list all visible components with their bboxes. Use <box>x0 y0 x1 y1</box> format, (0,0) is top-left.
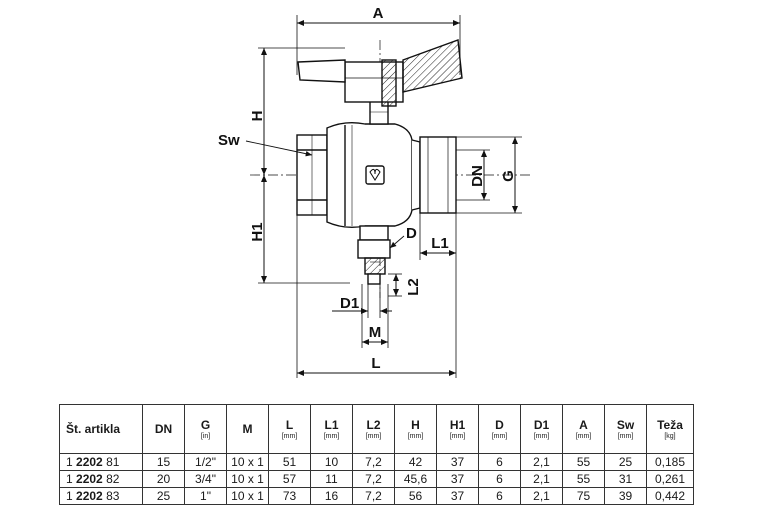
table-cell: 10 x 1 <box>226 487 269 505</box>
article-code: 1 2202 83 <box>59 487 143 505</box>
article-code-prefix: 1 <box>66 489 73 503</box>
table-cell: 57 <box>268 470 311 488</box>
table-cell: 39 <box>604 487 647 505</box>
dimension-h1: H1 <box>249 175 350 284</box>
table-cell: 42 <box>394 453 437 471</box>
article-code-suffix: 83 <box>106 489 120 503</box>
article-code-suffix: 82 <box>106 472 120 486</box>
label-d: D <box>406 225 417 242</box>
table-cell: 55 <box>562 470 605 488</box>
article-code-main: 2202 <box>76 472 103 486</box>
label-h: H <box>249 111 266 122</box>
header-a: A[mm] <box>562 404 605 454</box>
article-code-main: 2202 <box>76 489 103 503</box>
table-cell: 7,2 <box>352 453 395 471</box>
table-cell: 6 <box>478 453 521 471</box>
valve-technical-drawing: A H H1 <box>218 5 530 378</box>
label-l1: L1 <box>431 235 449 252</box>
header-dn: DN <box>142 404 185 454</box>
label-g: G <box>500 170 517 182</box>
table-cell: 7,2 <box>352 470 395 488</box>
table-cell: 10 x 1 <box>226 470 269 488</box>
table-cell: 10 x 1 <box>226 453 269 471</box>
table-cell: 55 <box>562 453 605 471</box>
table-header-row: Št. artikla DN G[in] M L[mm] L1[mm] L2[m… <box>59 404 694 454</box>
table-cell: 16 <box>310 487 353 505</box>
table-cell: 56 <box>394 487 437 505</box>
header-l1: L1[mm] <box>310 404 353 454</box>
label-l: L <box>371 355 380 372</box>
dimension-a: A <box>296 5 461 75</box>
article-code: 1 2202 82 <box>59 470 143 488</box>
dimension-m: M <box>361 284 389 348</box>
header-h1: H1[mm] <box>436 404 479 454</box>
dimension-h: H <box>249 47 345 175</box>
dimension-l1: L1 <box>419 213 457 260</box>
dimension-sw: Sw <box>218 132 313 157</box>
dimension-dn: DN <box>456 149 490 201</box>
header-m: M <box>226 404 269 454</box>
article-code-main: 2202 <box>76 455 103 469</box>
label-d1: D1 <box>340 295 359 312</box>
table-cell: 3/4" <box>184 470 227 488</box>
header-l: L[mm] <box>268 404 311 454</box>
article-code-prefix: 1 <box>66 472 73 486</box>
table-cell: 1/2" <box>184 453 227 471</box>
article-code: 1 2202 81 <box>59 453 143 471</box>
table-cell: 51 <box>268 453 311 471</box>
table-cell: 0,442 <box>646 487 694 505</box>
table-cell: 25 <box>604 453 647 471</box>
table-cell: 45,6 <box>394 470 437 488</box>
table-cell: 2,1 <box>520 487 563 505</box>
table-cell: 37 <box>436 487 479 505</box>
valve-body <box>296 39 463 285</box>
header-d1: D1[mm] <box>520 404 563 454</box>
label-h1: H1 <box>249 222 266 241</box>
table-cell: 6 <box>478 470 521 488</box>
label-l2: L2 <box>405 278 422 296</box>
dimension-l: L <box>296 215 457 378</box>
table-cell: 1" <box>184 487 227 505</box>
table-cell: 0,185 <box>646 453 694 471</box>
table-cell: 73 <box>268 487 311 505</box>
dimension-l2: L2 <box>388 273 422 297</box>
label-a: A <box>373 5 384 22</box>
header-g: G[in] <box>184 404 227 454</box>
table-cell: 31 <box>604 470 647 488</box>
header-sw: Sw[mm] <box>604 404 647 454</box>
label-dn: DN <box>469 165 486 187</box>
dimension-g: G <box>456 136 522 214</box>
table-cell: 7,2 <box>352 487 395 505</box>
specification-table: Št. artikla DN G[in] M L[mm] L1[mm] L2[m… <box>59 404 694 505</box>
label-sw: Sw <box>218 132 240 149</box>
header-l2: L2[mm] <box>352 404 395 454</box>
label-m: M <box>369 324 382 341</box>
table-cell: 2,1 <box>520 470 563 488</box>
table-cell: 20 <box>142 470 185 488</box>
header-article: Št. artikla <box>59 404 143 454</box>
table-cell: 10 <box>310 453 353 471</box>
table-cell: 25 <box>142 487 185 505</box>
table-cell: 37 <box>436 470 479 488</box>
table-cell: 75 <box>562 487 605 505</box>
header-h: H[mm] <box>394 404 437 454</box>
header-weight: Teža[kg] <box>646 404 694 454</box>
table-cell: 6 <box>478 487 521 505</box>
table-cell: 11 <box>310 470 353 488</box>
table-cell: 0,261 <box>646 470 694 488</box>
table-cell: 2,1 <box>520 453 563 471</box>
article-code-suffix: 81 <box>106 455 120 469</box>
table-cell: 37 <box>436 453 479 471</box>
article-code-prefix: 1 <box>66 455 73 469</box>
table-cell: 15 <box>142 453 185 471</box>
dimension-d: D <box>389 225 417 249</box>
header-d: D[mm] <box>478 404 521 454</box>
